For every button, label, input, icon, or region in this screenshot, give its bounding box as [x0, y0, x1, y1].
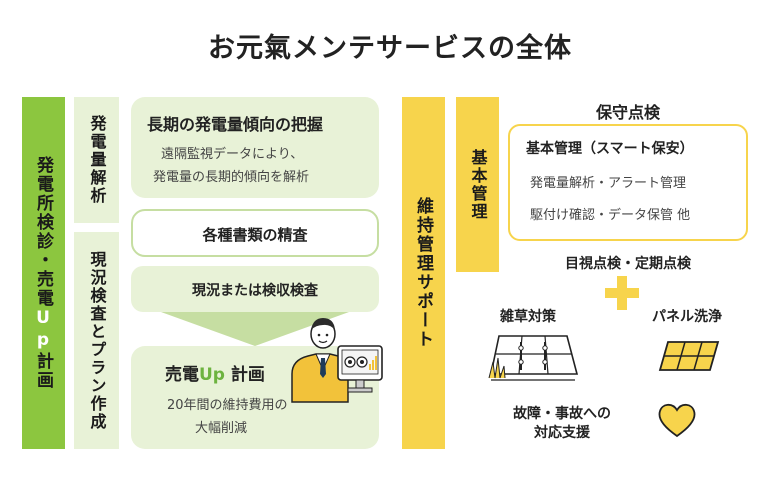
sales-up-title-up: Up [199, 365, 225, 385]
plus-icon [605, 276, 639, 310]
basic-management-card: 基本管理（スマート保安） 発電量解析・アラート管理 駆付け確認・データ保管 他 [508, 124, 748, 241]
down-arrow-icon [161, 312, 349, 346]
survey-plan-bar: 現況検査とプラン作成 [74, 232, 119, 449]
main-bar-up: Up [33, 308, 53, 352]
solar-panel-icon [658, 341, 720, 371]
generation-analysis-label: 発電量解析 [87, 115, 107, 205]
maintenance-support-bar: 維持管理サポート [402, 97, 445, 449]
site-inspection-box: 現況または検収検査 [131, 266, 379, 312]
survey-plan-label: 現況検査とプラン作成 [87, 250, 107, 431]
heart-icon [658, 403, 696, 438]
page-title: お元氣メンテサービスの全体 [208, 33, 572, 64]
businessman-icon [291, 318, 383, 403]
weed-control-label: 雑草対策 [500, 309, 556, 325]
failure-support-line1: 故障・事故への [513, 406, 611, 422]
maintenance-support-label: 維持管理サポート [413, 197, 433, 349]
basic-management-card-title: 基本管理（スマート保安） [526, 141, 694, 157]
long-term-trend-box: 長期の発電量傾向の把握 遠隔監視データにより、 発電量の長期的傾向を解析 [131, 97, 379, 198]
inspection-label: 目視点検・定期点検 [565, 256, 691, 272]
sales-up-title-1: 売電 [165, 365, 199, 385]
main-bar-text-2: 計画 [33, 352, 53, 390]
document-review-title: 各種書類の精査 [202, 226, 308, 244]
sales-up-line1: 20年間の維持費用の [167, 398, 288, 413]
basic-management-card-line2: 駆付け確認・データ保管 他 [530, 208, 691, 223]
basic-management-label: 基本管理 [468, 148, 488, 221]
generation-analysis-bar: 発電量解析 [74, 97, 119, 223]
failure-support-line2: 対応支援 [534, 425, 590, 441]
document-review-box: 各種書類の精査 [131, 209, 379, 257]
sales-up-title-2: 計画 [224, 365, 265, 385]
sales-up-line2: 大幅削減 [195, 421, 248, 436]
health-check-plan-bar: 発電所検診・売電Up計画 [22, 97, 65, 449]
maintenance-heading: 保守点検 [595, 103, 660, 122]
solar-panel-weeds-icon [488, 335, 579, 381]
panel-cleaning-label: パネル洗浄 [652, 309, 722, 325]
failure-support-label: 故障・事故への 対応支援 [505, 405, 619, 443]
long-term-trend-title: 長期の発電量傾向の把握 [147, 115, 324, 134]
sales-up-plan-title: 売電Up 計画 [165, 360, 265, 385]
main-bar-text-1: 発電所検診・売電 [33, 156, 53, 308]
health-check-plan-label: 発電所検診・売電Up計画 [31, 156, 56, 390]
basic-management-card-line1: 発電量解析・アラート管理 [530, 176, 687, 191]
site-inspection-title: 現況または検収検査 [192, 283, 318, 299]
long-term-trend-line2: 発電量の長期的傾向を解析 [153, 170, 310, 185]
basic-management-bar: 基本管理 [456, 97, 499, 272]
long-term-trend-line1: 遠隔監視データにより、 [161, 147, 304, 162]
